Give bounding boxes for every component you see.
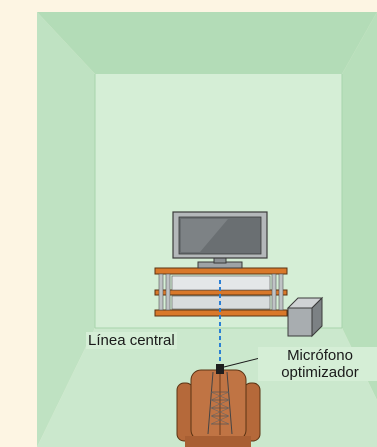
microphone-label-line1: Micrófono (287, 347, 353, 364)
center-line-label: Línea central (86, 332, 177, 349)
chair (176, 369, 261, 447)
ceiling (37, 12, 377, 74)
microphone-label: Micrófono optimizador (258, 347, 377, 381)
optimizer-microphone (207, 364, 233, 435)
left-wall (37, 12, 95, 447)
microphone-label-line2: optimizador (281, 364, 359, 381)
subwoofer (286, 296, 324, 338)
microphone-head (216, 364, 224, 374)
chair-back (190, 369, 247, 441)
television (172, 211, 268, 269)
right-wall (342, 12, 377, 400)
rack-top-shelf (154, 267, 288, 275)
